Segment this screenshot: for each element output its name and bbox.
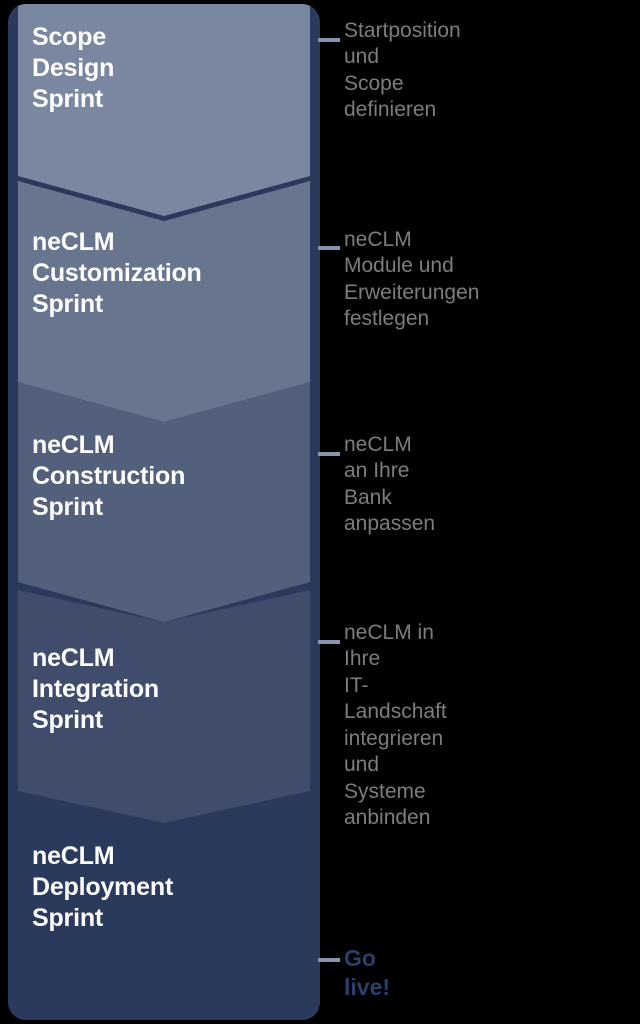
funnel-stage-neclm-integration-sprint[interactable]: neCLM Integration Sprint (8, 590, 320, 825)
stage-shape-1 (18, 4, 310, 216)
connector-line-1 (318, 38, 340, 42)
funnel-stage-neclm-construction-sprint[interactable]: neCLM Construction Sprint (8, 382, 320, 622)
annotation-text-neclm-customization-sprint: neCLM Module und Erweiterungen festlegen (344, 228, 480, 331)
funnel-stage-neclm-deployment-sprint[interactable]: neCLM Deployment Sprint (8, 791, 320, 1020)
stage-label-scope-design-sprint: Scope Design Sprint (32, 23, 115, 113)
stage-shape-4 (18, 590, 310, 823)
annotation-text-neclm-construction-sprint: neCLM an Ihre Bank anpassen (344, 433, 436, 536)
annotation-text-neclm-integration-sprint: neCLM in Ihre IT-Landschaft integrieren … (344, 621, 447, 830)
stage-label-neclm-integration-sprint: neCLM Integration Sprint (32, 644, 159, 734)
stage-shape-2 (18, 181, 310, 422)
stage-shape-3 (18, 382, 310, 622)
stage-shape-5 (8, 791, 320, 1020)
stage-label-neclm-customization-sprint: neCLM Customization Sprint (32, 228, 202, 318)
funnel-frame: Scope Design Sprint neCLM Customization … (8, 4, 320, 1020)
stage-label-neclm-construction-sprint: neCLM Construction Sprint (32, 431, 186, 521)
connector-line-5 (318, 958, 340, 962)
funnel-stage-neclm-customization-sprint[interactable]: neCLM Customization Sprint (8, 181, 320, 427)
stage-label-neclm-deployment-sprint: neCLM Deployment Sprint (32, 842, 174, 932)
funnel-stage-scope-design-sprint[interactable]: Scope Design Sprint (8, 4, 320, 216)
connector-line-4 (318, 640, 340, 644)
connector-line-3 (318, 452, 340, 456)
connector-line-2 (318, 246, 340, 250)
annotation-text-go-live: Go live! (344, 945, 391, 1000)
annotation-text-scope-design-sprint: Startposition und Scope definieren (344, 19, 461, 122)
